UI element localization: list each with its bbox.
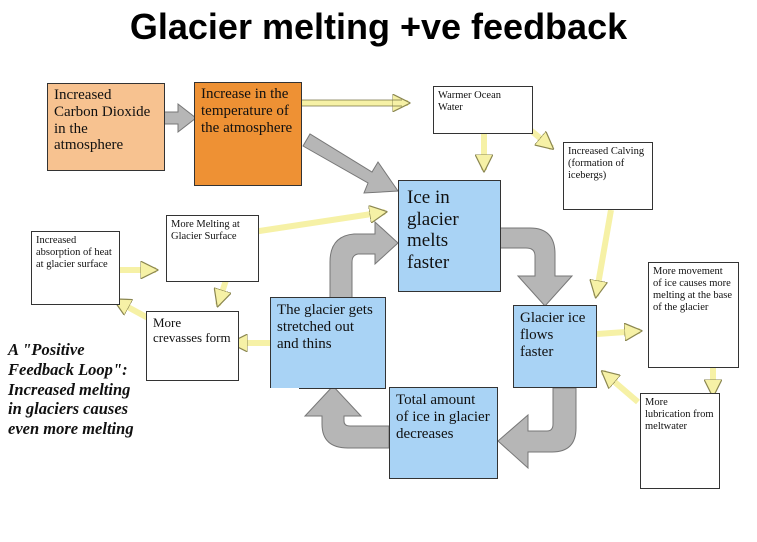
node-increased-calving: Increased Calving (formation of icebergs… bbox=[563, 142, 653, 210]
positive-feedback-note: A "Positive Feedback Loop": Increased me… bbox=[8, 340, 134, 439]
arrow-crevasses-to-absorption bbox=[115, 297, 150, 321]
node-more-melting-at-surface: More Melting at Glacier Surface bbox=[166, 215, 259, 282]
white-gap bbox=[263, 388, 299, 410]
arrow-more-melting-to-crevasses bbox=[218, 279, 226, 305]
arrow-flows-to-total bbox=[497, 387, 577, 470]
node-glacier-ice-flows-faster: Glacier ice flows faster bbox=[513, 305, 597, 388]
arrow-temp-to-ice-melts bbox=[302, 133, 399, 194]
node-increased-co2: Increased Carbon Dioxide in the atmosphe… bbox=[47, 83, 165, 171]
arrow-stretched-to-ice-melts bbox=[329, 220, 399, 299]
arrow-total-to-stretched bbox=[303, 385, 390, 449]
node-more-movement-of-ice: More movement of ice causes more melting… bbox=[648, 262, 739, 368]
arrow-more-melting-to-ice-melts bbox=[245, 212, 385, 236]
arrow-flows-to-movement bbox=[596, 331, 640, 334]
node-more-crevasses-form: More crevasses form bbox=[146, 311, 239, 381]
node-ice-in-glacier-melts-faster: Ice in glacier melts faster bbox=[398, 180, 501, 292]
arrow-lubrication-to-flows bbox=[603, 372, 640, 405]
arrow-ice-melts-to-flows bbox=[499, 227, 574, 307]
node-warmer-ocean-water: Warmer Ocean Water bbox=[433, 86, 533, 134]
node-more-lubrication-from-meltwater: More lubrication from meltwater bbox=[640, 393, 720, 489]
arrow-calving-to-flows bbox=[596, 209, 614, 296]
node-increase-temperature: Increase in the temperature of the atmos… bbox=[194, 82, 302, 186]
node-total-amount-of-ice-decreases: Total amount of ice in glacier decreases bbox=[389, 387, 498, 479]
diagram-title: Glacier melting +ve feedback bbox=[129, 6, 628, 47]
node-glacier-gets-stretched-and-thins: The glacier gets stretched out and thins bbox=[270, 297, 386, 389]
node-increased-absorption-of-heat: Increased absorption of heat at glacier … bbox=[31, 231, 120, 305]
